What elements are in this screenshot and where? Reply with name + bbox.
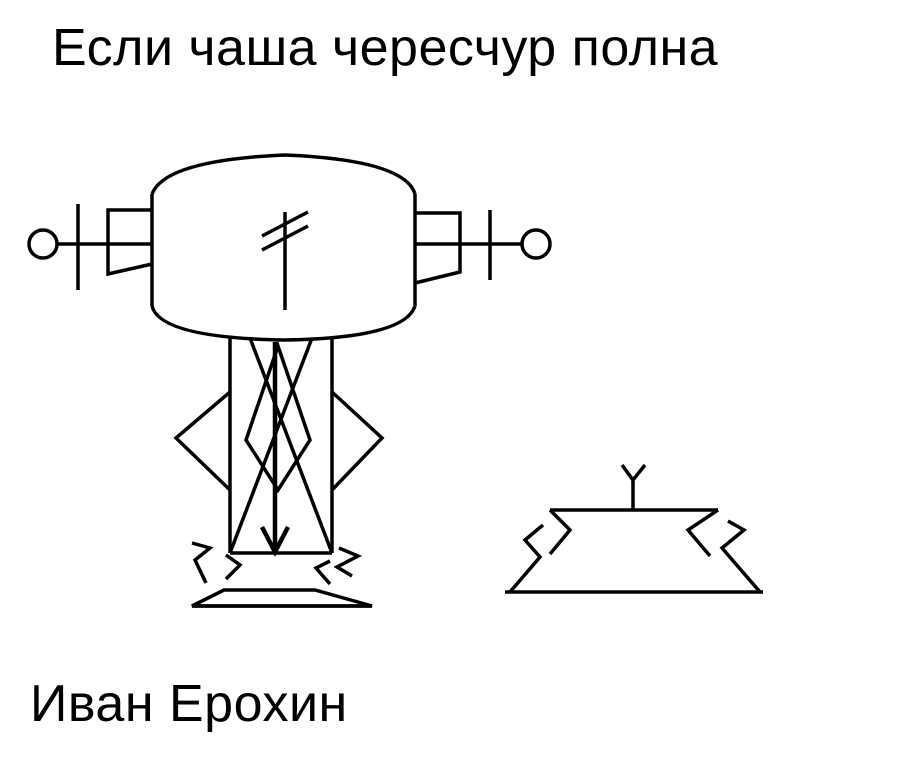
vessel-antenna-fork — [620, 463, 647, 483]
vessel-right-wing — [719, 519, 762, 594]
down-arrow-head — [260, 525, 290, 557]
left-handle — [27, 204, 153, 290]
left-diamond — [173, 390, 232, 492]
cup-bottom-arc — [150, 305, 417, 342]
left-handle-ring — [27, 228, 59, 260]
cup-top-arc — [150, 153, 417, 195]
right-handle-ring — [520, 228, 552, 260]
inner-rune-stroke-2 — [261, 224, 309, 252]
cup-stem — [173, 337, 385, 557]
vessel-left-side — [548, 508, 573, 556]
small-vessel-figure — [505, 463, 763, 594]
vessel-right-side — [685, 508, 719, 558]
vessel-left-wing — [508, 523, 545, 594]
cup-figure — [27, 153, 552, 608]
right-handle — [414, 210, 552, 285]
cup-base — [191, 541, 373, 608]
author-name: Иван Ерохин — [30, 675, 348, 733]
inner-rune-stroke-1 — [261, 210, 309, 238]
right-diamond — [330, 390, 385, 492]
artwork-title: Если чаша чересчур полна — [52, 19, 719, 77]
